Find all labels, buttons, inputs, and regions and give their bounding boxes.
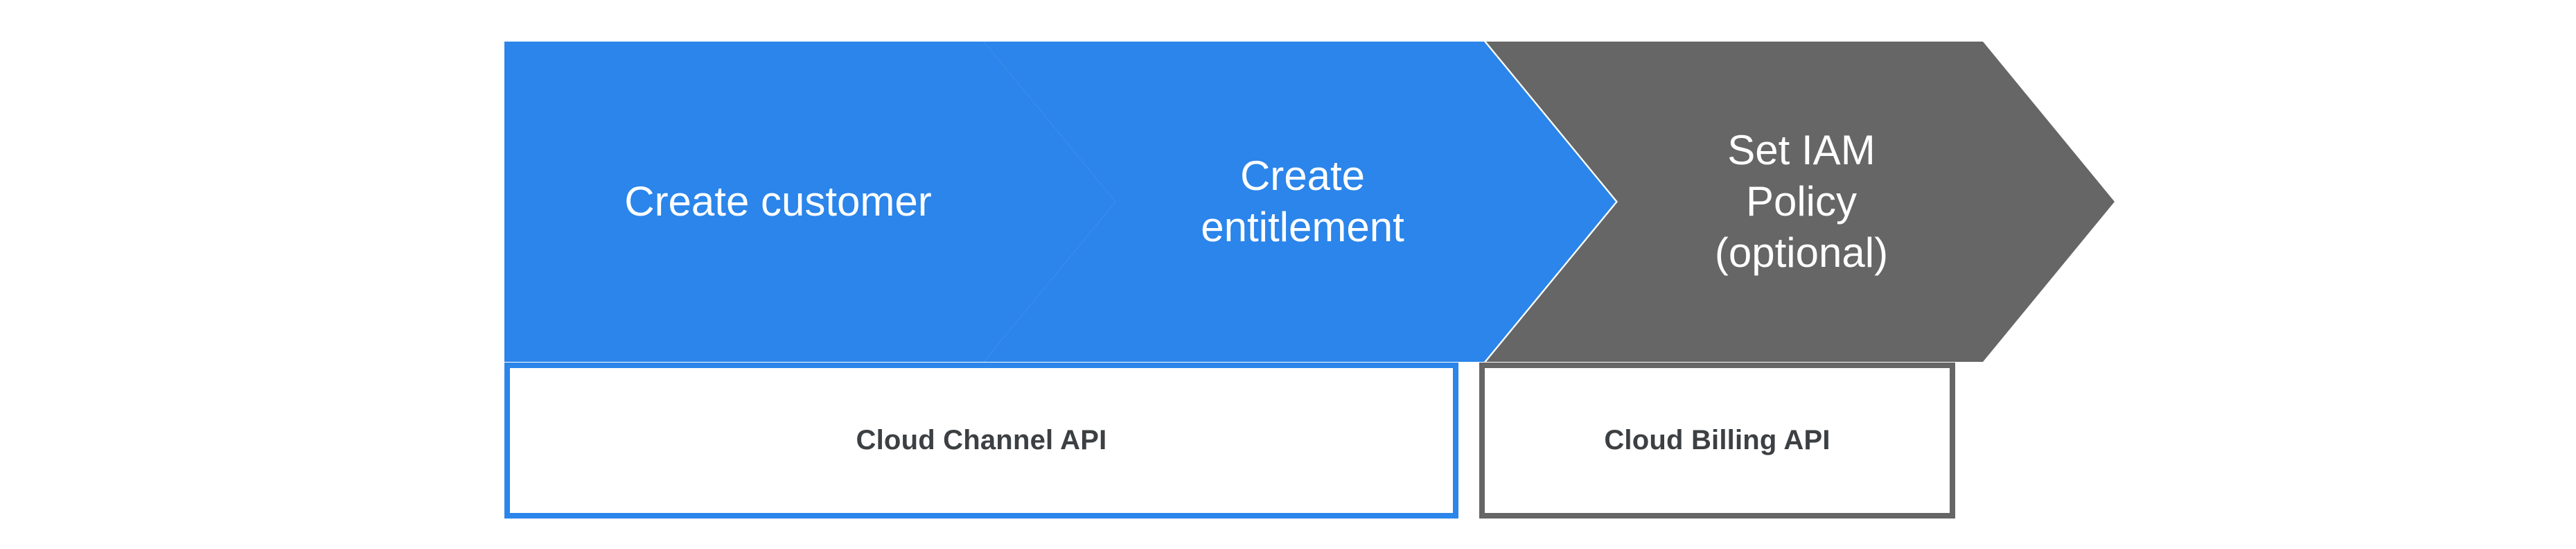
flow-stage-label-create-entitlement: Create entitlement [1201, 152, 1404, 250]
api-group-cloud-billing[interactable]: Cloud Billing API [1479, 363, 1955, 518]
flow-stage-label-set-iam-policy: Set IAM Policy (optional) [1714, 127, 1889, 276]
flow-stage-create-entitlement[interactable]: Create entitlement [984, 42, 1616, 362]
api-group-label-cloud-billing: Cloud Billing API [1604, 425, 1830, 455]
chevron-shape-icon [1486, 42, 2115, 362]
flow-stage-create-customer[interactable]: Create customer [504, 42, 1115, 362]
flow-stage-label-create-customer: Create customer [624, 178, 932, 225]
flow-stage-set-iam-policy[interactable]: Set IAM Policy (optional) [1486, 42, 2115, 362]
chevron-shape-icon [984, 42, 1616, 362]
api-group-label-cloud-channel: Cloud Channel API [856, 425, 1107, 455]
api-group-cloud-channel[interactable]: Cloud Channel API [504, 363, 1458, 518]
chevron-shape-icon [504, 42, 1115, 362]
